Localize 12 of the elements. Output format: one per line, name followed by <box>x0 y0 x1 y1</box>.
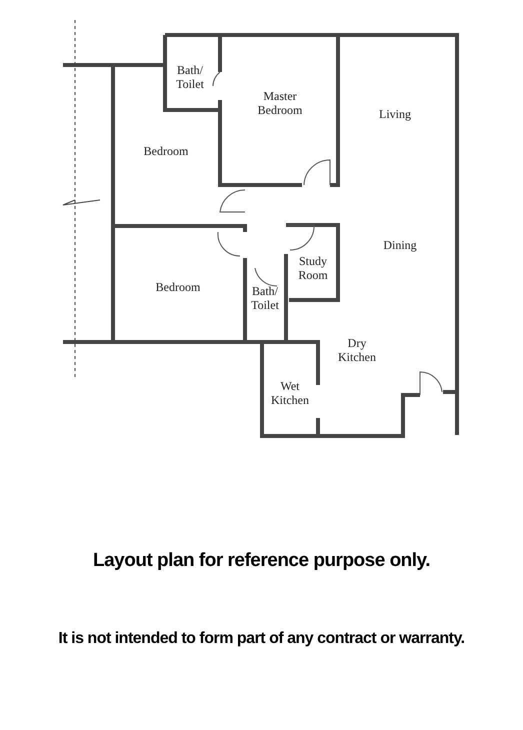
room-label: Master Bedroom <box>256 89 304 117</box>
room-label: Bedroom <box>142 144 190 158</box>
room-label: Wet Kitchen <box>270 379 310 407</box>
room-label: Dining <box>382 238 418 252</box>
room-label: Bath/ Toilet <box>250 284 280 312</box>
disclaimer-note: It is not intended to form part of any contract or warranty. <box>57 630 466 648</box>
room-label: Bedroom <box>154 280 202 294</box>
room-label: Study Room <box>297 254 329 282</box>
room-label: Bath/ Toilet <box>175 63 205 91</box>
room-label: Living <box>378 107 412 121</box>
room-label: Dry Kitchen <box>337 336 377 364</box>
disclaimer-note: Layout plan for reference purpose only. <box>92 550 431 572</box>
